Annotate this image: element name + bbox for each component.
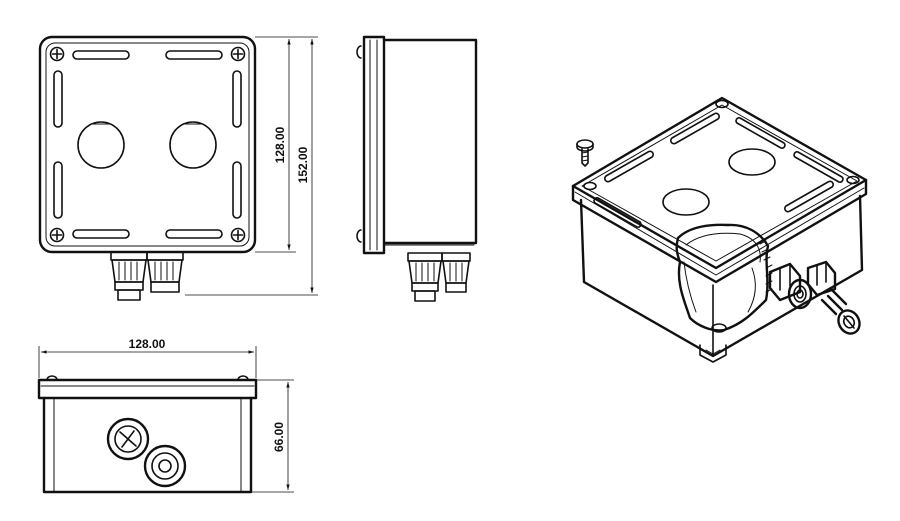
dimension-152-vertical: 152.00 (185, 36, 318, 296)
knockout-hole (77, 121, 125, 169)
corner-screw-icon (230, 227, 246, 243)
cable-gland-icon (110, 251, 148, 301)
dimension-label: 128.00 (273, 126, 287, 163)
corner-screw-icon (846, 175, 860, 185)
gland-nut-icon (143, 444, 187, 488)
cable-gland-icon (441, 252, 471, 293)
corner-screw-icon (583, 181, 597, 191)
cutaway-section (675, 223, 773, 333)
cable-gland-icon (146, 251, 184, 293)
cable-gland-icon (806, 260, 861, 335)
dimension-label: 66.00 (272, 422, 286, 452)
corner-screw-icon (49, 227, 65, 243)
screw-icon (576, 139, 594, 167)
corner-screw-icon (230, 46, 246, 62)
gland-nut-icon (106, 417, 150, 461)
isometric-view (571, 96, 868, 363)
knockout-hole (728, 148, 776, 176)
mounting-slots (593, 112, 844, 228)
cable-gland-icon (768, 262, 813, 310)
dimension-label: 128.00 (129, 337, 166, 351)
corner-screw-icon (715, 99, 729, 109)
mounting-slots (53, 50, 242, 239)
dimension-66-vertical: 66.00 (251, 379, 294, 493)
corner-screw-icon (49, 46, 65, 62)
cable-gland-icon (407, 252, 443, 302)
knockout-hole (662, 188, 710, 216)
side-view (356, 35, 478, 302)
knockout-hole (169, 121, 217, 169)
bottom-view: 128.00 66.00 (37, 337, 294, 494)
dimension-label: 152.00 (296, 146, 310, 183)
dimension-128-horizontal: 128.00 (38, 337, 257, 378)
dimension-128-vertical: 128.00 (255, 36, 296, 253)
front-view: 128.00 152.00 (38, 35, 318, 301)
